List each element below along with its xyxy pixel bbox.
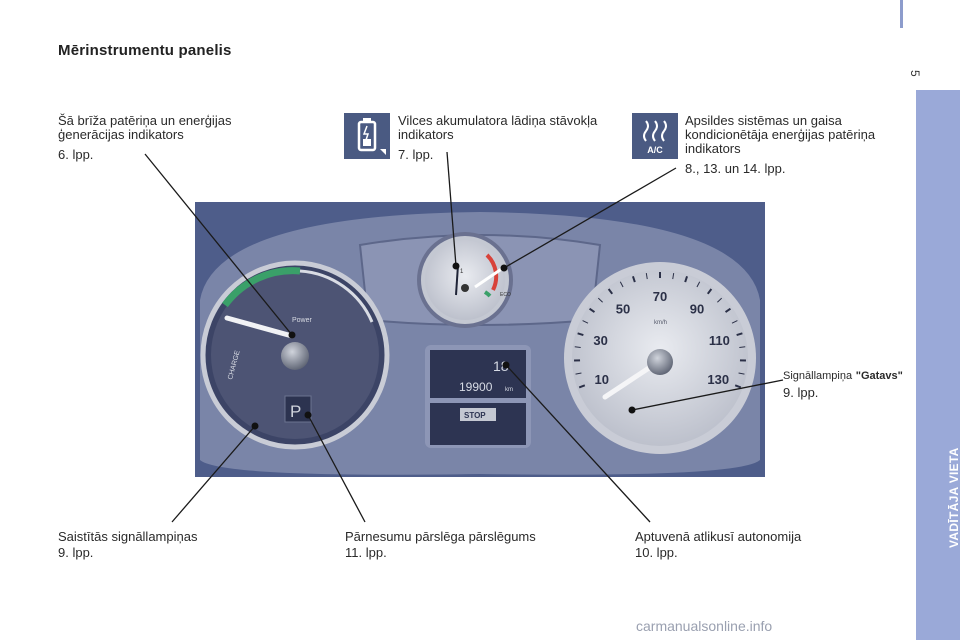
leader-power bbox=[144, 153, 293, 336]
speed-tick-mark bbox=[575, 372, 582, 375]
speed-tick-mark bbox=[734, 384, 742, 389]
power-white-arc bbox=[299, 269, 374, 323]
callout-text: Pārnesumu pārslēga pārslēgums bbox=[345, 529, 536, 544]
callout-ref: 8., 13. un 14. lpp. bbox=[685, 161, 786, 176]
callout-text: Apsildes sistēmas un gaisa kondicionētāj… bbox=[685, 113, 876, 156]
speed-tick-mark bbox=[577, 332, 584, 337]
speed-tick-mark bbox=[588, 307, 596, 313]
speed-tick-label: 70 bbox=[653, 289, 667, 304]
eco-label: ECO bbox=[500, 292, 511, 298]
speed-tick-label: 90 bbox=[690, 301, 704, 316]
speed-tick-mark bbox=[738, 372, 745, 375]
speed-tick-label: 30 bbox=[593, 333, 607, 348]
leader-battery bbox=[446, 151, 457, 267]
callout-battery-indicator: Vilces akumulatora lādiņa stāvokļa indik… bbox=[398, 114, 598, 162]
speed-tick-label: 50 bbox=[616, 301, 630, 316]
battery-icon bbox=[344, 113, 390, 159]
speed-tick-mark bbox=[574, 346, 581, 349]
speed-tick-mark bbox=[706, 288, 713, 295]
callout-text-prefix: Signāllampiņa bbox=[783, 370, 853, 382]
callout-ready-light: Signāllampiņa "Gatavs" 9. lpp. bbox=[783, 368, 913, 400]
callout-range: Aptuvenā atlikusī autonomija 10. lpp. bbox=[635, 530, 855, 560]
chapter-sidebar bbox=[916, 90, 960, 640]
speed-tick-label: 10 bbox=[595, 372, 609, 387]
callout-warning-lights: Saistītās signāllampiņas 9. lpp. bbox=[58, 530, 258, 560]
battery-gauge-face bbox=[425, 240, 505, 320]
power-green-arc bbox=[222, 267, 301, 308]
speed-tick-mark bbox=[724, 307, 732, 313]
top-rule bbox=[900, 0, 903, 28]
leader-ready bbox=[631, 379, 784, 411]
speed-tick-mark bbox=[739, 346, 746, 349]
callout-ref: 10. lpp. bbox=[635, 545, 678, 560]
page-title: Mērinstrumentu panelis bbox=[58, 42, 232, 59]
speed-needle-hub bbox=[647, 349, 673, 375]
callout-power-indicator: Šā brīža patēriņa un enerģijas ģenerācij… bbox=[58, 114, 288, 162]
speed-tick-mark bbox=[717, 297, 723, 303]
speed-tick-mark bbox=[607, 288, 614, 295]
speed-tick-mark bbox=[696, 281, 701, 288]
speed-tick-mark bbox=[645, 273, 648, 280]
leader-range bbox=[505, 364, 651, 523]
speed-tick-mark bbox=[582, 320, 589, 324]
speed-tick-label: 130 bbox=[707, 372, 729, 387]
range-display bbox=[430, 350, 526, 398]
callout-text: Šā brīža patēriņa un enerģijas ģenerācij… bbox=[58, 113, 232, 142]
leader-climate bbox=[503, 167, 677, 269]
speed-tick-mark bbox=[736, 332, 743, 337]
callout-ref: 9. lpp. bbox=[783, 385, 819, 400]
speed-tick-mark bbox=[631, 276, 636, 283]
leader-dots bbox=[251, 262, 636, 430]
watermark: carmanualsonline.info bbox=[636, 618, 773, 634]
callout-ref: 9. lpp. bbox=[58, 545, 94, 560]
callout-gear-selector: Pārnesumu pārslēga pārslēgums 11. lpp. bbox=[345, 530, 585, 560]
stop-light bbox=[460, 408, 496, 421]
speed-tick-mark bbox=[597, 297, 603, 303]
speed-tick-mark bbox=[684, 276, 689, 283]
odometer-value: 19900 bbox=[459, 380, 493, 394]
speedometer-ticks: 10 30 50 70 90 110 130 bbox=[574, 272, 746, 389]
leader-gear bbox=[307, 414, 366, 523]
speed-tick-mark bbox=[619, 281, 624, 288]
callout-ref: 11. lpp. bbox=[345, 545, 387, 560]
speed-tick-label: 110 bbox=[709, 333, 730, 348]
small-gauge-hub bbox=[461, 284, 469, 292]
speed-unit: km/h bbox=[654, 320, 667, 326]
battery-full-label: 1 bbox=[460, 269, 464, 275]
callout-ref: 6. lpp. bbox=[58, 147, 94, 162]
stop-label: STOP bbox=[464, 411, 486, 420]
gear-value: P bbox=[290, 402, 301, 421]
callout-climate-indicator: Apsildes sistēmas un gaisa kondicionētāj… bbox=[685, 114, 895, 176]
heater-ac-icon: A/C bbox=[632, 113, 678, 159]
speed-tick-mark bbox=[578, 384, 586, 389]
battery-green-arc bbox=[483, 290, 492, 298]
leader-warning bbox=[171, 425, 256, 523]
callout-text: Vilces akumulatora lādiņa stāvokļa indik… bbox=[398, 113, 598, 142]
speed-tick-mark bbox=[672, 273, 675, 280]
leader-lines bbox=[144, 151, 784, 523]
power-needle bbox=[224, 315, 295, 339]
ac-label: A/C bbox=[647, 145, 663, 155]
speed-tick-mark bbox=[731, 320, 738, 324]
power-needle-hub bbox=[281, 342, 309, 370]
odometer-unit: km bbox=[505, 387, 513, 393]
power-label: Power bbox=[292, 317, 313, 324]
battery-needle bbox=[455, 264, 459, 296]
callout-ref: 7. lpp. bbox=[398, 147, 434, 162]
callout-text-bold: "Gatavs" bbox=[855, 370, 903, 382]
climate-needle bbox=[474, 266, 504, 289]
callout-text: Aptuvenā atlikusī autonomija bbox=[635, 529, 802, 544]
callout-text: Saistītās signāllampiņas bbox=[58, 529, 198, 544]
